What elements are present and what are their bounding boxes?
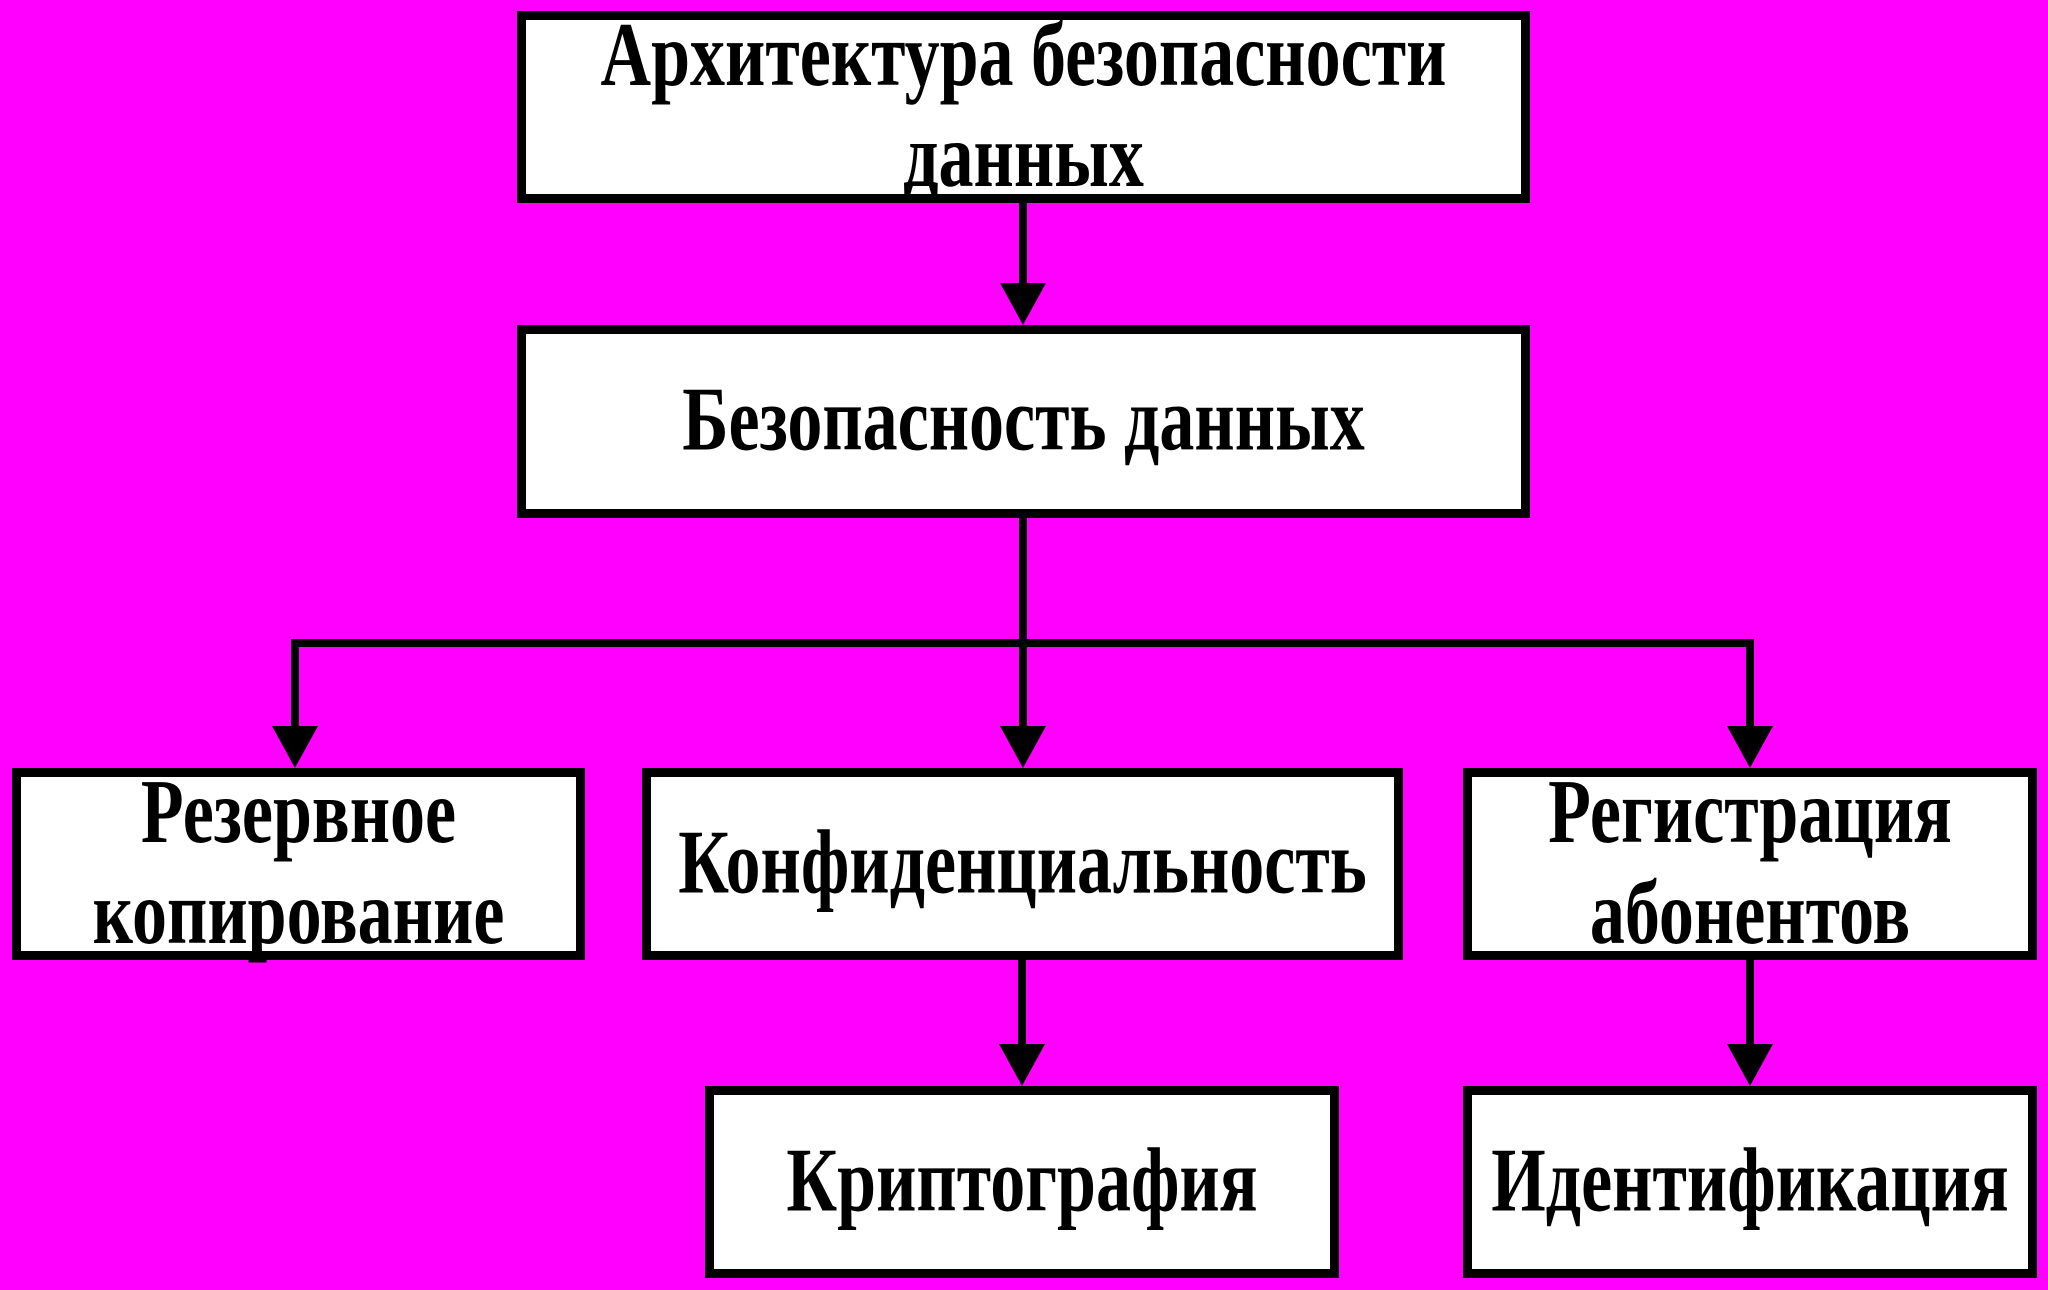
arrow-down-icon xyxy=(272,726,318,768)
node-backup-label: Резервное копирование xyxy=(92,762,505,965)
node-confidentiality: Конфиденциальность xyxy=(642,768,1403,960)
arrow-down-icon xyxy=(1727,726,1773,768)
node-identification-label: Идентификация xyxy=(1491,1131,2009,1232)
node-data-security: Безопасность данных xyxy=(517,325,1530,518)
connector-security-trunk-line xyxy=(1019,518,1027,730)
connector-registration-to-identification-line xyxy=(1746,960,1754,1048)
arrow-down-icon xyxy=(1727,1044,1773,1086)
node-data-security-label: Безопасность данных xyxy=(682,370,1365,471)
node-registration-label: Регистрация абонентов xyxy=(1548,762,1952,965)
node-architecture-label: Архитектура безопасности данных xyxy=(600,5,1447,208)
node-backup: Резервное копирование xyxy=(12,762,585,964)
node-architecture: Архитектура безопасности данных xyxy=(517,5,1530,207)
arrow-down-icon xyxy=(1000,283,1046,325)
connector-branch-right-line xyxy=(1746,639,1754,730)
node-cryptography: Криптография xyxy=(705,1086,1339,1278)
connector-architecture-to-security-line xyxy=(1019,203,1027,287)
connector-branch-left-line xyxy=(291,639,299,730)
node-registration: Регистрация абонентов xyxy=(1463,762,2037,964)
node-cryptography-label: Криптография xyxy=(786,1131,1258,1232)
arrow-down-icon xyxy=(1000,726,1046,768)
connector-confidentiality-to-cryptography-line xyxy=(1018,960,1026,1048)
connector-branch-bar xyxy=(291,639,1754,647)
node-confidentiality-label: Конфиденциальность xyxy=(678,813,1367,914)
arrow-down-icon xyxy=(999,1044,1045,1086)
node-identification: Идентификация xyxy=(1463,1086,2037,1278)
